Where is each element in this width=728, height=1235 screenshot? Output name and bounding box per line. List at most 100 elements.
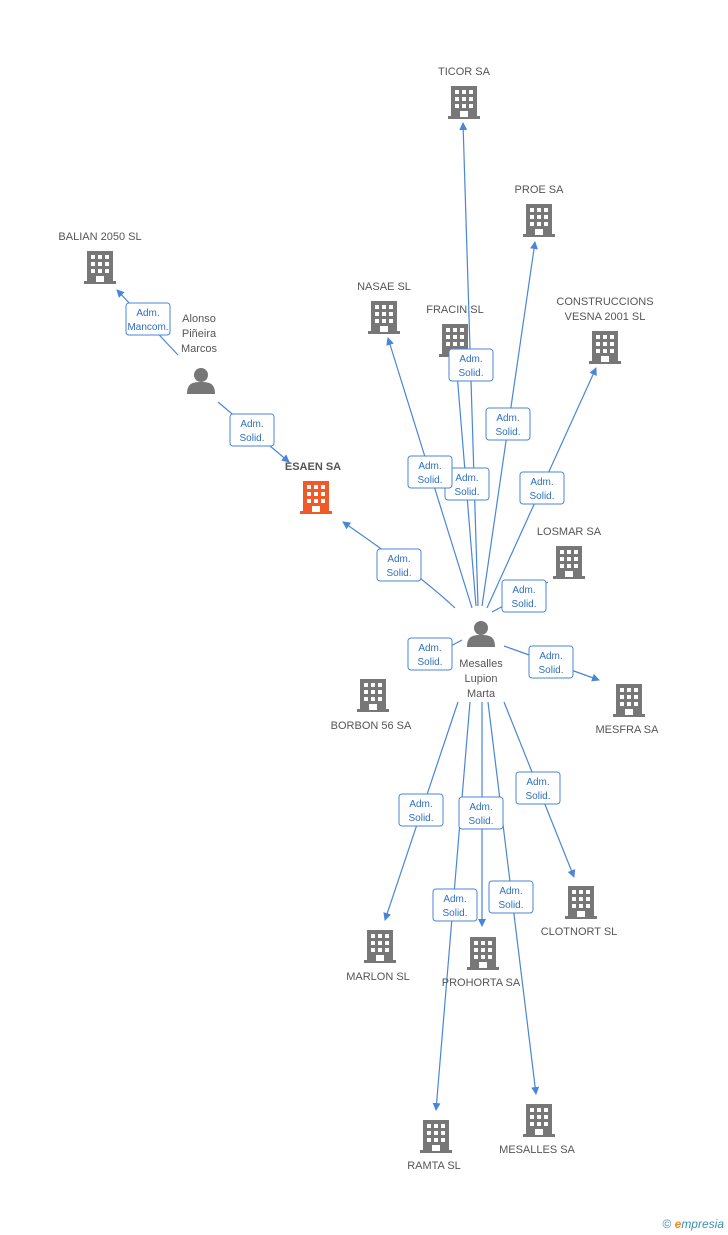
relation-label[interactable]: Adm.Solid. xyxy=(444,467,490,501)
relation-label-text: Solid. xyxy=(239,433,264,444)
relation-label[interactable]: Adm. Solid. xyxy=(448,348,494,382)
relation-label-text: Adm. xyxy=(443,894,466,905)
relation-label[interactable]: Adm.Solid. xyxy=(398,793,444,827)
relation-label-text: Solid. xyxy=(498,900,523,911)
relation-label-text: Adm. xyxy=(469,802,492,813)
building-icon xyxy=(589,331,621,364)
node-ticor[interactable]: TICOR SA xyxy=(438,66,491,119)
relation-label-text: Adm. xyxy=(526,777,549,788)
relation-label-text: Solid. xyxy=(408,813,433,824)
relation-label[interactable]: Adm. Solid. xyxy=(485,407,531,441)
node-label: PROHORTA SA xyxy=(442,977,521,989)
node-nasae[interactable]: NASAE SL xyxy=(357,281,411,334)
relation-label-text: Adm. xyxy=(418,461,441,472)
relation-label-text: Solid. xyxy=(442,908,467,919)
building-icon xyxy=(613,684,645,717)
node-label: MESFRA SA xyxy=(596,724,660,736)
person-icon xyxy=(467,621,495,647)
node-esaen[interactable]: ESAEN SA xyxy=(285,461,341,514)
relation-label[interactable]: Adm. Solid. xyxy=(432,888,478,922)
relation-label-text: Adm. xyxy=(496,413,519,424)
relation-label-text: Solid. xyxy=(538,665,563,676)
building-icon xyxy=(84,251,116,284)
node-label: BALIAN 2050 SL xyxy=(58,231,141,243)
node-label: TICOR SA xyxy=(438,66,491,78)
relation-label[interactable]: Adm. Solid. xyxy=(488,880,534,914)
node-label: BORBON 56 SA xyxy=(331,720,412,732)
node-ramta[interactable]: RAMTA SL xyxy=(407,1120,461,1172)
relation-label[interactable]: Adm. Solid. xyxy=(229,413,275,447)
relation-label[interactable]: Adm. Mancom. xyxy=(125,302,171,336)
node-label: MARLON SL xyxy=(346,971,410,983)
node-label: ESAEN SA xyxy=(285,461,341,473)
relation-label-text: Solid. xyxy=(511,599,536,610)
relation-label-text: Solid. xyxy=(417,475,442,486)
node-balian[interactable]: BALIAN 2050 SL xyxy=(58,231,142,284)
node-construccions[interactable]: CONSTRUCCIONS VESNA 2001 SL xyxy=(556,296,654,364)
relation-label-text: Solid. xyxy=(417,657,442,668)
node-mesfra[interactable]: MESFRA SA xyxy=(596,684,660,736)
nodes-layer: TICOR SA PROE SA BALIAN 2050 SL NASAE SL FRA… xyxy=(58,66,659,1172)
relation-label-text: Adm. xyxy=(512,585,535,596)
node-label: CONSTRUCCIONS xyxy=(556,296,653,308)
node-prohorta[interactable]: PROHORTA SA xyxy=(442,937,521,989)
node-borbon[interactable]: BORBON 56 SA xyxy=(331,679,412,732)
node-label: FRACIN SL xyxy=(426,304,483,316)
person-icon xyxy=(187,368,215,394)
empresia-watermark: © empresia xyxy=(662,1217,724,1231)
relation-label-text: Adm. xyxy=(387,554,410,565)
node-label: Lupion xyxy=(464,673,497,685)
edges-layer xyxy=(116,122,600,1111)
node-label: Mesalles xyxy=(459,658,503,670)
relation-label[interactable]: Adm.Solid. xyxy=(519,471,565,505)
relation-label-text: Solid. xyxy=(525,791,550,802)
building-icon xyxy=(448,86,480,119)
relation-label[interactable]: Adm. Solid. xyxy=(458,796,504,830)
relation-label[interactable]: Adm. Solid. xyxy=(528,645,574,679)
copyright-symbol: © xyxy=(662,1217,672,1231)
node-proe[interactable]: PROE SA xyxy=(515,184,565,237)
relation-label[interactable]: Adm. Solid. xyxy=(376,548,422,582)
node-fracin[interactable]: FRACIN SL xyxy=(426,304,484,357)
edge-labels-layer: Adm.Mancom.Adm.Solid.Adm.Solid.Adm.Solid… xyxy=(125,302,574,922)
relation-label[interactable]: Adm. Solid. xyxy=(407,637,453,671)
node-losmar[interactable]: LOSMAR SA xyxy=(537,526,602,579)
building-icon xyxy=(467,937,499,970)
node-label: VESNA 2001 SL xyxy=(565,311,646,323)
relation-label[interactable]: Adm. Solid. xyxy=(407,455,453,489)
relation-label-text: Adm. xyxy=(459,354,482,365)
relation-label-text: Solid. xyxy=(386,568,411,579)
relation-label-text: Adm. xyxy=(455,473,478,484)
relation-label-text: Solid. xyxy=(468,816,493,827)
building-icon xyxy=(565,886,597,919)
relation-label-text: Adm. xyxy=(539,651,562,662)
relation-label[interactable]: Adm. Solid. xyxy=(501,579,547,613)
building-icon xyxy=(357,679,389,712)
relation-label-text: Adm. xyxy=(499,886,522,897)
building-icon xyxy=(523,204,555,237)
building-icon xyxy=(368,301,400,334)
node-clotnort[interactable]: CLOTNORT SL xyxy=(541,886,618,938)
building-icon xyxy=(553,546,585,579)
node-label: CLOTNORT SL xyxy=(541,926,618,938)
node-marlon[interactable]: MARLON SL xyxy=(346,930,410,983)
node-label: NASAE SL xyxy=(357,281,411,293)
relation-label-text: Solid. xyxy=(458,368,483,379)
relation-label-text: Adm. xyxy=(418,643,441,654)
node-label: MESALLES SA xyxy=(499,1144,575,1156)
relation-label-text: Mancom. xyxy=(127,322,168,333)
relation-label-text: Adm. xyxy=(136,308,159,319)
node-label: LOSMAR SA xyxy=(537,526,602,538)
building-icon xyxy=(420,1120,452,1153)
relation-label-text: Adm. xyxy=(240,419,263,430)
building-icon xyxy=(300,481,332,514)
relation-label-text: Solid. xyxy=(529,491,554,502)
relation-label-text: Solid. xyxy=(495,427,520,438)
relation-label[interactable]: Adm. Solid. xyxy=(515,771,561,805)
building-icon xyxy=(523,1104,555,1137)
node-label: Alonso xyxy=(182,313,216,325)
node-mesalles-sa[interactable]: MESALLES SA xyxy=(499,1104,576,1156)
